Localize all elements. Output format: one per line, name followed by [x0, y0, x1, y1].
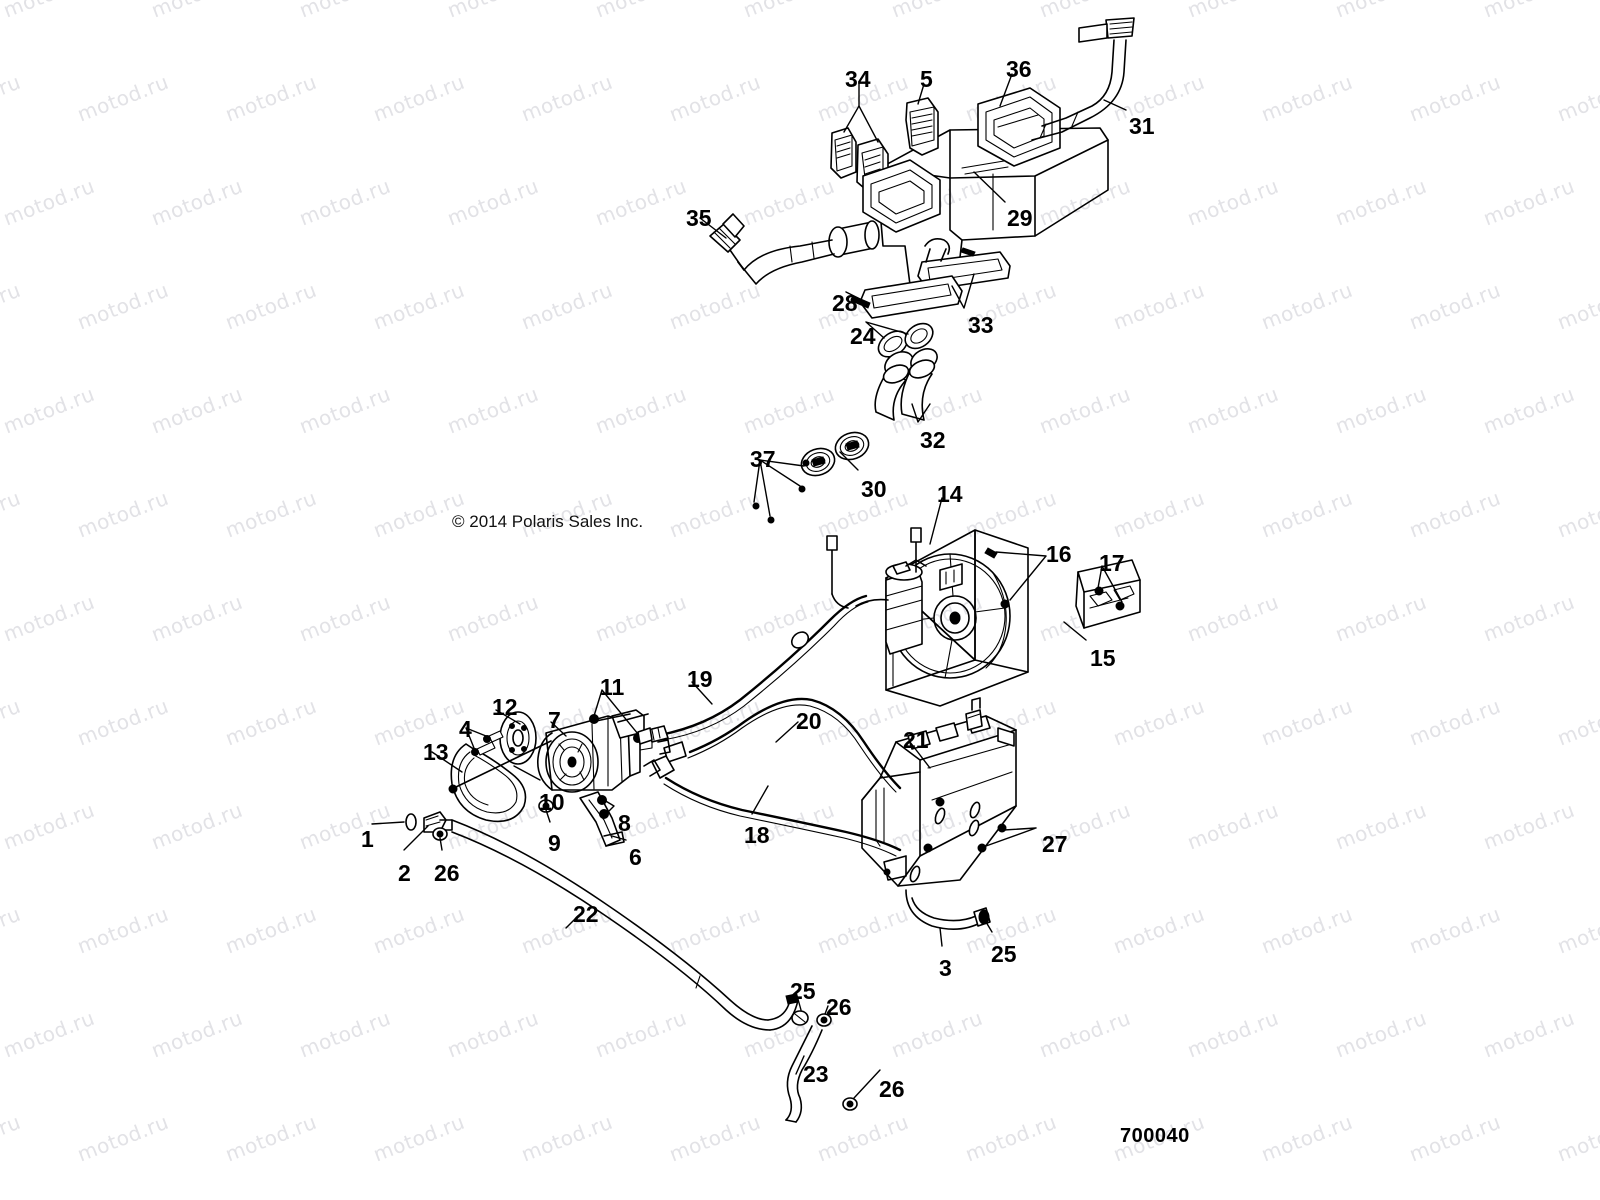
callout-bolt-pulley: 4 [459, 716, 472, 742]
callout-screw-duct: 28 [832, 290, 858, 316]
callout-clamp-hose-loose: 26 [879, 1076, 905, 1102]
callout-drive-belt: 13 [423, 739, 449, 765]
callout-duct-floor-outlet: 33 [968, 312, 994, 338]
callout-duct-hose-left: 35 [686, 205, 712, 231]
callout-ac-compressor: 7 [548, 707, 561, 733]
part-number: 700040 [1120, 1125, 1190, 1147]
callout-screw-evaporator-box: 27 [1042, 831, 1068, 857]
callout-vent-outlet-rectangular: 36 [1006, 56, 1032, 82]
hvac-duct-assembly-art [828, 87, 1109, 319]
compressor-module-art [405, 709, 653, 847]
callout-duct-elbow: 32 [920, 427, 946, 453]
callout-hvac-duct-assembly: 29 [1007, 205, 1033, 231]
copyright-notice: © 2014 Polaris Sales Inc. [452, 512, 644, 531]
evaporator-box-art [861, 697, 1017, 930]
callout-clamp-hose: 26 [434, 860, 460, 886]
condenser-fan-art [826, 527, 1141, 707]
callout-clamp-spring: 25 [991, 941, 1017, 967]
callout-screw-condenser-mount: 16 [1046, 541, 1072, 567]
callout-clamp-hose-lower: 26 [826, 994, 852, 1020]
callout-heater-hose-long: 22 [573, 901, 599, 927]
refrigerant-lines-art [637, 594, 902, 857]
callout-seal-ring: 24 [850, 323, 876, 349]
callout-evaporator-heater-box: 21 [903, 727, 929, 753]
duct-seals-art [752, 322, 938, 524]
callout-bolt-support-bracket: 8 [618, 810, 631, 836]
callout-bolt-long: 10 [539, 789, 565, 815]
callout-condenser-mount-bracket: 15 [1090, 645, 1116, 671]
callout-bolt-compressor: 11 [600, 674, 625, 700]
callout-push-rivet-fastener: 37 [750, 446, 776, 472]
leader-lines [371, 73, 1127, 1099]
callout-hose-suction: 18 [744, 822, 770, 848]
callout-condenser-assembly: 14 [937, 481, 963, 507]
callout-screw-bracket: 17 [1099, 550, 1125, 576]
callout-vent-louver-grille: 34 [845, 66, 871, 92]
callout-grommet-bellows: 30 [861, 476, 887, 502]
callout-compressor-support-bracket: 6 [629, 844, 642, 870]
callout-compressor-pulley: 12 [492, 694, 518, 720]
callout-hose-discharge: 19 [687, 666, 713, 692]
callout-heater-hose-short: 3 [939, 955, 952, 981]
callout-clamp-spring-lower: 25 [790, 978, 816, 1004]
heater-hose-art [451, 819, 858, 1123]
callout-fitting-elbow: 2 [398, 860, 411, 886]
callout-hose-liquid-line: 20 [796, 708, 822, 734]
callout-vent-register: 5 [920, 66, 933, 92]
callout-duct-hose-right: 31 [1129, 113, 1155, 139]
callout-o-ring: 1 [361, 826, 374, 852]
callout-nut-bracket: 9 [548, 830, 561, 856]
callout-hose-bypass: 23 [803, 1061, 829, 1087]
